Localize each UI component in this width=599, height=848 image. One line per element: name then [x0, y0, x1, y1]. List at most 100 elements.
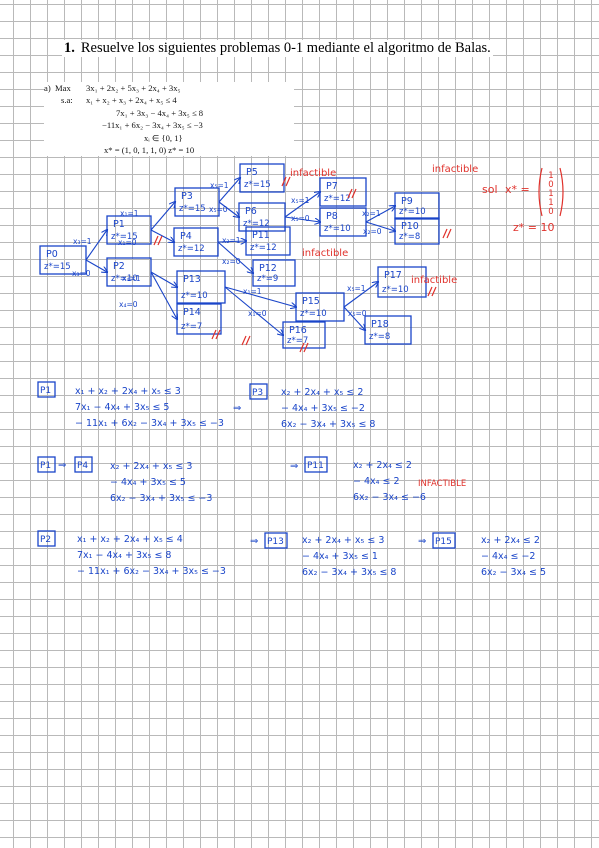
node-p4: P4 z*=12 [173, 227, 219, 257]
prune-mark [153, 235, 163, 246]
exercise-number: 1. [64, 40, 75, 56]
work-p15-line: − 4x₄ ≤ −2 [481, 551, 535, 562]
tree-edge [150, 271, 177, 287]
edge-label: x₅=0 [291, 214, 310, 223]
constraint-1: x₁ + x₂ + x₃ + 2x₄ + x₅ ≤ 4 [86, 95, 177, 106]
node-z: z*=7 [287, 336, 308, 346]
objective: 3x₁ + 2x₂ + 5x₃ + 2x₄ + 3x₅ [86, 83, 181, 93]
work-p4-line: − 4x₄ + 3x₅ ≤ 5 [110, 477, 186, 488]
work-p15-line: x₂ + 2x₄ ≤ 2 [481, 535, 540, 546]
edge-label: x₂=0 [222, 257, 241, 266]
work-arrow: ⇒ [290, 461, 298, 472]
work-p2-line: 7x₁ − 4x₄ + 3x₅ ≤ 8 [77, 550, 171, 561]
edge-label: x₁=1 [120, 209, 139, 218]
node-name: P12 [259, 263, 277, 274]
node-name: P5 [246, 167, 258, 178]
tree-edge [85, 259, 107, 272]
tree-edge [217, 241, 246, 242]
node-z: z*=12 [250, 243, 277, 253]
node-p6: P6z*=12 [238, 202, 286, 232]
solution-vector-entry: 1 [548, 189, 553, 199]
edge-label: x₃=1 [73, 237, 92, 246]
solution-vector-entry: 0 [548, 180, 553, 190]
work-p13-line: − 4x₄ + 3x₅ ≤ 1 [302, 551, 378, 562]
tree-edge [343, 282, 378, 308]
edge-label: x₅=0 [348, 309, 367, 318]
node-p9: P9z*=10 [394, 192, 440, 220]
node-name: P2 [113, 261, 125, 272]
node-name: P10 [401, 221, 419, 232]
tree-edge [224, 286, 296, 307]
prune-mark [442, 228, 452, 239]
max-label: Max [54, 83, 71, 93]
edge-label: x₁=0 [118, 238, 137, 247]
work-arrow: ⇒ [58, 460, 66, 471]
work-p13-label-box [264, 532, 288, 549]
node-z: z*=10 [111, 274, 138, 284]
constraint-3: −11x₁ + 6x₂ − 3x₄ + 3x₅ ≤ −3 [102, 120, 203, 131]
node-name: P15 [302, 296, 320, 307]
work-p15-label-box [432, 532, 456, 549]
edge-label: x₅=1 [347, 284, 366, 293]
prune-mark [281, 176, 291, 187]
work-p11-line: − 4x₄ ≤ 2 [353, 476, 400, 487]
edge-label: x₂=1 [222, 236, 241, 245]
node-p7: P7z*=12 [319, 177, 367, 207]
tree-edge [284, 216, 320, 222]
node-name: P3 [181, 191, 193, 202]
node-z: z*=9 [257, 274, 278, 284]
prune-mark [241, 335, 251, 346]
node-name: P17 [384, 270, 402, 281]
work-arrow: ⇒ [233, 403, 241, 414]
node-z: z*=7 [181, 322, 202, 332]
edge-label: x₄=0 [119, 300, 138, 309]
node-z: z*=15 [111, 232, 138, 242]
tree-edge [224, 286, 283, 335]
node-z: z*=15 [244, 180, 271, 190]
work-p13-line: 6x₂ − 3x₄ + 3x₅ ≤ 8 [302, 567, 396, 578]
node-name: P4 [180, 231, 192, 242]
exercise-title: Resuelve los siguientes problemas 0-1 me… [80, 40, 491, 56]
work-p1-label-box [37, 381, 56, 398]
node-z: z*=15 [44, 262, 71, 272]
node-z: z*=8 [369, 332, 390, 342]
bracket-left [538, 167, 543, 217]
edge-label: x₄=1 [122, 274, 141, 283]
edge-label: x₃=0 [72, 269, 91, 278]
work-p11-label: P11 [307, 461, 324, 471]
node-z: z*=12 [243, 219, 270, 229]
node-z: z*=10 [324, 224, 351, 234]
solution-vector-entry: 1 [548, 198, 553, 208]
work-p2-label-box [37, 530, 56, 547]
node-p0: P0z*=15 [39, 245, 87, 275]
work-p3-line: x₂ + 2x₄ + x₅ ≤ 2 [281, 387, 363, 398]
infeasible-label: infactible [432, 164, 478, 175]
tree-edge [218, 201, 239, 217]
work-p11-line: x₂ + 2x₄ ≤ 2 [353, 460, 412, 471]
tree-edge [365, 206, 395, 223]
bracket-right [559, 167, 564, 217]
edge-label: x₂=1 [362, 209, 381, 218]
work-p4-line: x₂ + 2x₄ + x₅ ≤ 3 [110, 461, 192, 472]
work-arrow: ⇒ [418, 536, 426, 547]
node-z: z*=10 [399, 207, 426, 217]
edge-label: x₅=1 [210, 181, 229, 190]
prune-mark [347, 188, 357, 199]
work-p13-line: x₂ + 2x₄ + x₅ ≤ 3 [302, 535, 384, 546]
node-z: z*=15 [179, 204, 206, 214]
solution-z: z* = 10 [513, 221, 554, 234]
prune-mark [211, 329, 221, 340]
node-p2: P2 z*=10 [106, 257, 152, 287]
node-z: z*=12 [178, 244, 205, 254]
node-z: z*=10 [300, 309, 327, 319]
tree-edge [85, 230, 107, 261]
edge-label: x₅=0 [209, 205, 228, 214]
node-z: z*=10 [181, 291, 208, 301]
work-p1-line: − 11x₁ + 6x₂ − 3x₄ + 3x₅ ≤ −3 [75, 418, 224, 429]
node-name: P18 [371, 319, 389, 330]
